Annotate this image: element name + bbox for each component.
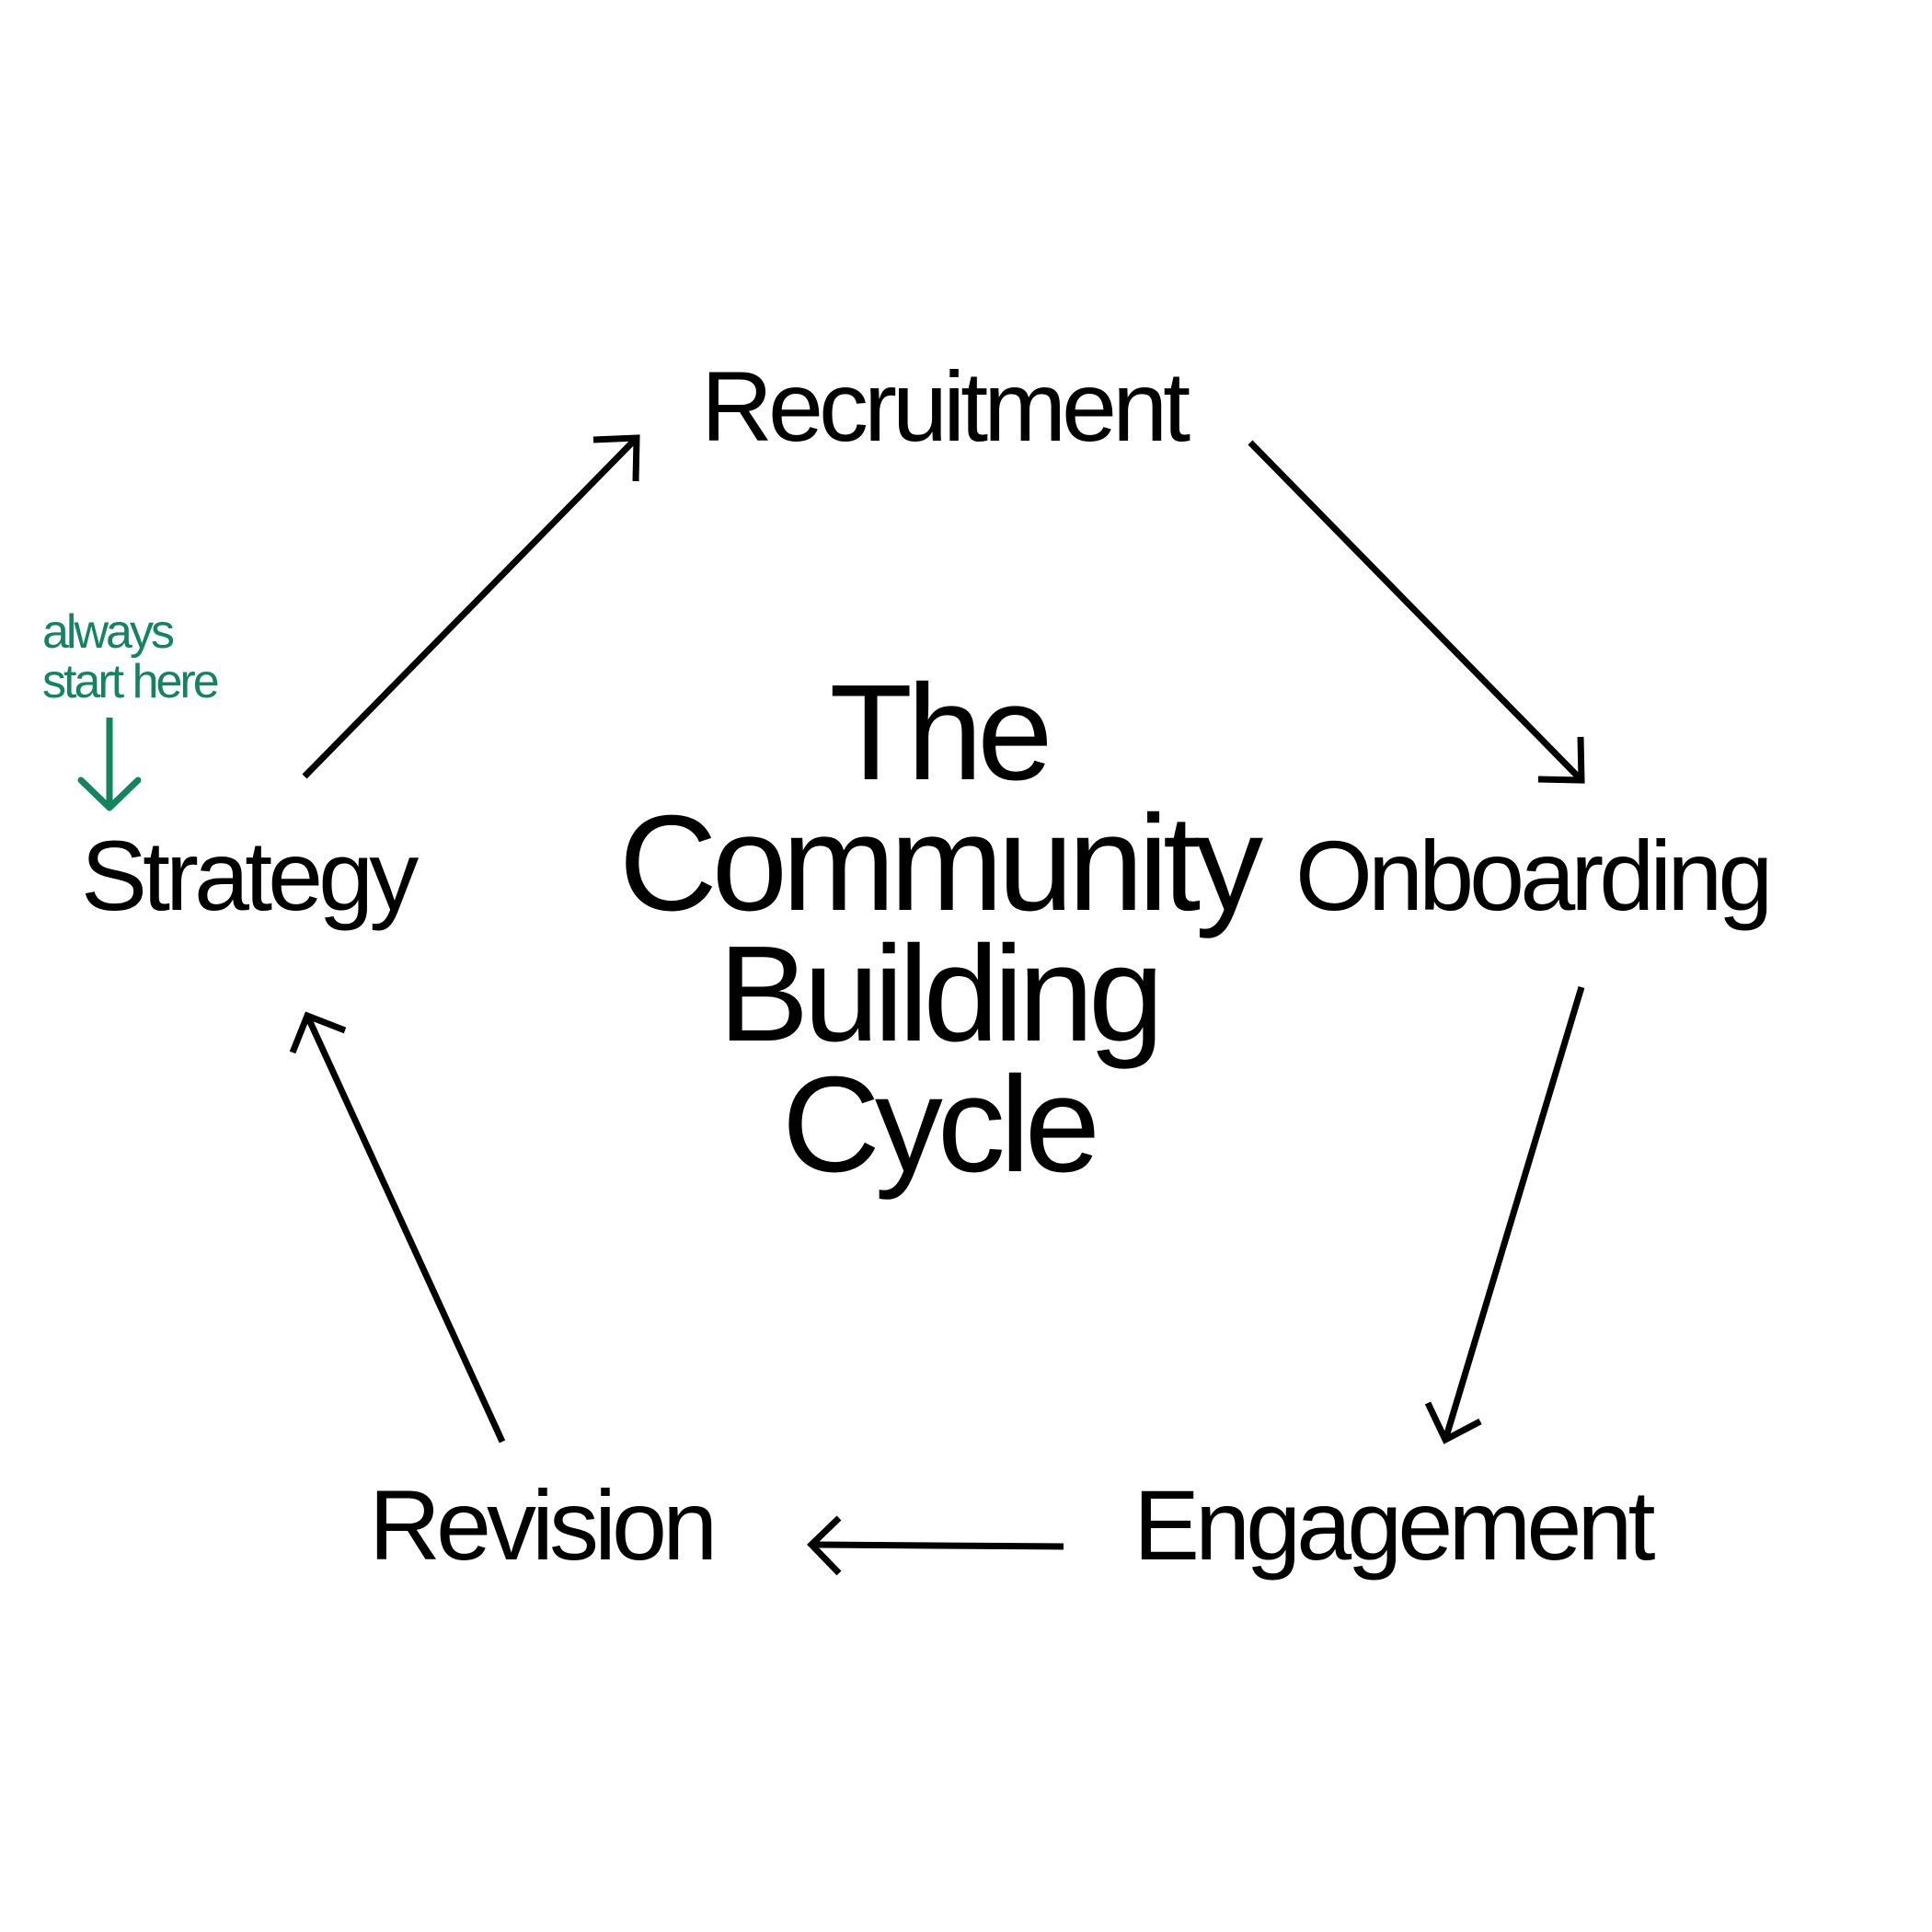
title-line: Community (618, 788, 1263, 939)
arrow-down-icon (77, 718, 142, 811)
title-line: Cycle (781, 1049, 1100, 1201)
hint-line: start here (42, 655, 220, 708)
title-line: The (829, 657, 1052, 809)
stage-strategy: Strategy (81, 820, 419, 931)
arrow-revision-to-strategy (289, 1011, 506, 1443)
diagram-title: The Community Building Cycle (607, 657, 1270, 1201)
stage-onboarding: Onboarding (1295, 820, 1773, 931)
start-hint: always start here (42, 605, 220, 708)
stage-engagement: Engagement (1133, 1469, 1655, 1581)
arrow-engagement-to-revision (807, 1515, 1064, 1576)
stage-recruitment: Recruitment (701, 351, 1190, 462)
arrow-strategy-to-recruitment (302, 434, 640, 779)
arrow-recruitment-to-onboarding (1248, 440, 1585, 784)
stage-revision: Revision (369, 1469, 718, 1581)
hint-line: always (42, 605, 175, 659)
title-line: Building (718, 918, 1165, 1070)
arrow-onboarding-to-engagement (1424, 985, 1585, 1444)
